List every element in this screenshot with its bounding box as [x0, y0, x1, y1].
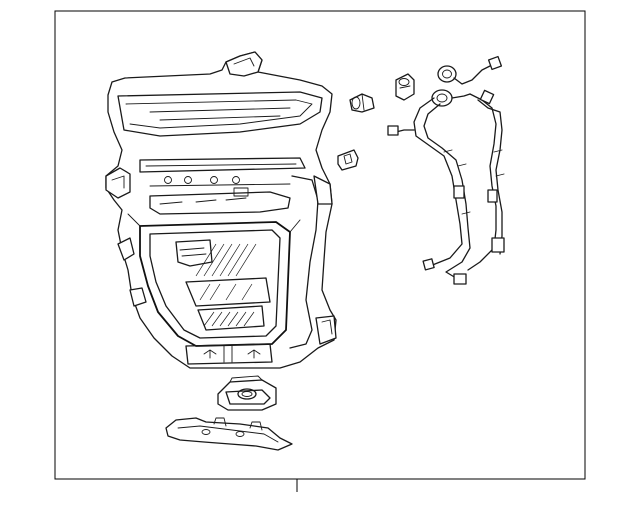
wiring-harness: [387, 55, 505, 285]
diagram-frame: [54, 10, 586, 492]
mounting-bracket: [165, 417, 293, 451]
socket: [395, 73, 415, 101]
bulb: [349, 93, 375, 113]
led-row: [149, 176, 291, 187]
lens-hatching: [195, 243, 257, 327]
headlamp-assembly: [105, 51, 337, 369]
control-module: [217, 375, 277, 411]
retaining-clip: [337, 149, 359, 171]
